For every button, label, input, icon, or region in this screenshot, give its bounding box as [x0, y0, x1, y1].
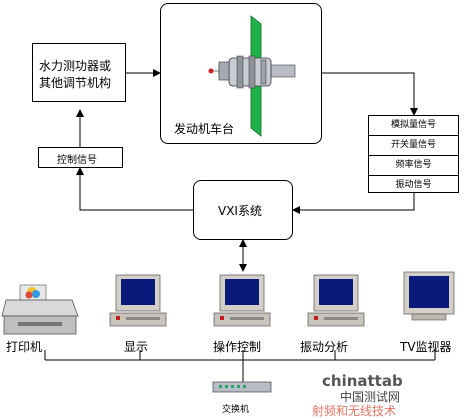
engine-bench-label: 发动机车台 [174, 122, 235, 136]
printer-label: 打印机 [6, 340, 43, 354]
arrow-bench-to-signals [322, 72, 418, 116]
control-signal-label: 控制信号 [57, 155, 97, 166]
vxi-system-block: VXI系统 [193, 180, 293, 240]
watermark-footer: 射频和无线技术 [312, 404, 397, 418]
switch-label: 交换机 [222, 405, 250, 415]
regulator-block: 水力测功器或 其他调节机构 [32, 43, 126, 102]
vibration-label: 振动分析 [300, 340, 349, 354]
display-label: 显示 [124, 340, 149, 354]
regulator-label-line1: 水力测功器或 [39, 59, 112, 73]
arrow-signals-to-vxi [292, 193, 415, 214]
regulator-label-line2: 其他调节机构 [39, 76, 112, 90]
watermark-sub: 中国测试网 [340, 390, 401, 404]
signals-block: 模拟量信号 开关量信号 频率信号 振动信号 [368, 115, 459, 193]
signal-switch: 开关量信号 [369, 136, 458, 156]
engine-illustration [208, 15, 296, 137]
operation-label: 操作控制 [213, 340, 262, 354]
engine-bench-block: 发动机车台 [160, 3, 322, 144]
vxi-system-label: VXI系统 [218, 204, 262, 218]
watermark-brand: chinattab [322, 372, 403, 390]
signal-analog: 模拟量信号 [369, 116, 458, 136]
signal-vibration: 振动信号 [395, 180, 432, 190]
sensor-dot [208, 68, 214, 74]
signal-frequency: 频率信号 [369, 156, 458, 176]
tv-monitor-label: TV监视器 [400, 340, 452, 354]
arrow-vxi-to-control [76, 167, 193, 211]
control-signal-block: 控制信号 [38, 147, 123, 168]
